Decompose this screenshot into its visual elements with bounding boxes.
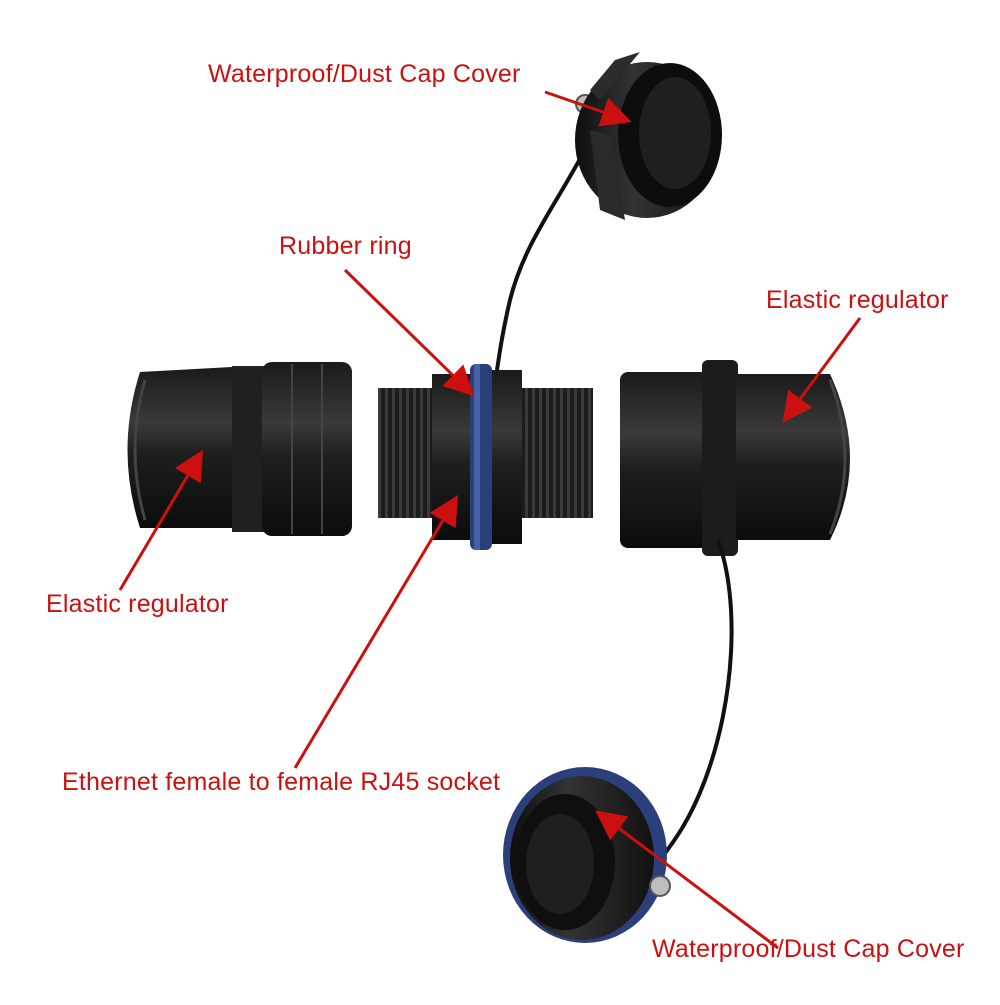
- arrow-socket: [293, 494, 459, 769]
- arrow-elastic-left: [118, 449, 204, 591]
- label-socket: Ethernet female to female RJ45 socket: [62, 768, 501, 796]
- label-elastic-left: Elastic regulator: [46, 590, 229, 618]
- arrow-cap-top: [544, 90, 632, 127]
- arrow-rubber-ring: [343, 268, 475, 397]
- label-rubber-ring: Rubber ring: [279, 232, 412, 260]
- top-dust-cap: [495, 52, 722, 371]
- arrow-cap-bottom: [595, 810, 779, 950]
- right-elastic-regulator: [620, 360, 850, 862]
- label-elastic-right: Elastic regulator: [766, 286, 949, 314]
- label-cap-bottom: Waterproof/Dust Cap Cover: [652, 935, 965, 963]
- annotation-arrows: [118, 90, 862, 950]
- arrow-elastic-right: [782, 317, 862, 423]
- left-elastic-regulator: [127, 362, 352, 536]
- center-rj45-socket: [378, 364, 593, 550]
- bottom-dust-cap: [503, 767, 671, 943]
- label-cap-top: Waterproof/Dust Cap Cover: [208, 60, 521, 88]
